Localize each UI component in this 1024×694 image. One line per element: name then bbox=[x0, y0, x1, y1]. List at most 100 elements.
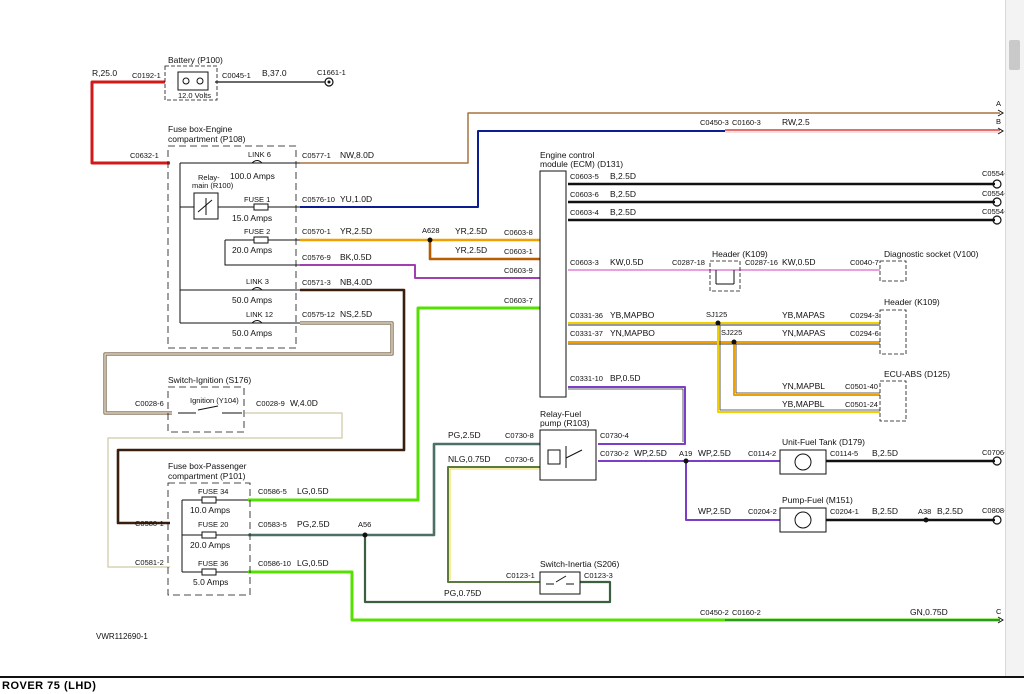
header-k109-b-conn-2: C0294-6 bbox=[850, 329, 879, 338]
conn-c0450-2: C0450-2 bbox=[700, 608, 729, 617]
fuse2-conn: C0570-1 bbox=[302, 227, 331, 236]
fusebox-engine-title-1: Fuse box-Engine bbox=[168, 124, 233, 134]
ecm-conn-bp: C0331-10 bbox=[570, 374, 603, 383]
fusebox-passenger-conn-1: C0580-1 bbox=[135, 519, 164, 528]
relay-fuel-conn-nlg: C0730-6 bbox=[505, 455, 534, 464]
vertical-scrollbar[interactable] bbox=[1005, 0, 1024, 676]
fuse36-conn: C0586-10 bbox=[258, 559, 291, 568]
conn-c0160-3: C0160-3 bbox=[732, 118, 761, 127]
ecm-conn-yr2: C0603-1 bbox=[504, 247, 533, 256]
link6-name: LINK 6 bbox=[248, 150, 271, 159]
fuse36-name: FUSE 36 bbox=[198, 559, 228, 568]
conn-c0450-3: C0450-3 bbox=[700, 118, 729, 127]
wire-nb4 bbox=[116, 288, 406, 525]
battery: Battery (P100) 12.0 Volts C0192-1 C0045-… bbox=[132, 55, 251, 101]
diagram-ref: VWR112690-1 bbox=[96, 632, 148, 641]
wire-label-nw8: NW,8.0D bbox=[340, 150, 374, 160]
wire-label-yr25-a: YR,2.5D bbox=[340, 226, 372, 236]
wire-label-yn-mapbl: YN,MAPBL bbox=[782, 381, 825, 391]
wire-lg05-a bbox=[248, 306, 540, 502]
wire-label-kw05-b: KW,0.5D bbox=[782, 257, 816, 267]
fusebox-engine: Fuse box-Engine compartment (P108) C0632… bbox=[130, 124, 335, 349]
ground-terminal: C1661-1 bbox=[317, 68, 346, 87]
fuse1-rating: 15.0 Amps bbox=[232, 213, 272, 223]
splice-a38: A38 bbox=[918, 507, 931, 516]
wiring-diagram: Battery (P100) 12.0 Volts C0192-1 C0045-… bbox=[90, 55, 1006, 641]
wire-pg075 bbox=[363, 535, 612, 604]
wire-label-b25-tank: B,2.5D bbox=[872, 448, 898, 458]
wire-label-lg05-b: LG,0.5D bbox=[297, 558, 329, 568]
wire-label-b25-2: B,2.5D bbox=[610, 189, 636, 199]
ecm-title-2: module (ECM) (D131) bbox=[540, 159, 623, 169]
switch-ignition-conn-left: C0028-6 bbox=[135, 399, 164, 408]
header-k109-a: Header (K109) C0287-18 C0287-16 bbox=[672, 249, 778, 292]
fuse34-name: FUSE 34 bbox=[198, 487, 228, 496]
fusebox-passenger: Fuse box-Passenger compartment (P101) C0… bbox=[135, 461, 291, 596]
splice-sj225: SJ225 bbox=[721, 328, 742, 337]
fuse20-name: FUSE 20 bbox=[198, 520, 228, 529]
wire-label-lg05-a: LG,0.5D bbox=[297, 486, 329, 496]
conn-c0706: C0706- bbox=[982, 448, 1006, 457]
header-k109-b-title: Header (K109) bbox=[884, 297, 940, 307]
wire-label-w4: W,4.0D bbox=[290, 398, 318, 408]
relay-fuel-conn-wp: C0730-2 bbox=[600, 449, 629, 458]
ground-terminals: C0554- C0554- C0554- C0706- C0808- bbox=[982, 169, 1006, 525]
fusebox-passenger-conn-2: C0581-2 bbox=[135, 558, 164, 567]
wire-label-yn-mapas: YN,MAPAS bbox=[782, 328, 826, 338]
wire-yr25-branch bbox=[428, 240, 540, 261]
fusebox-engine-title-2: compartment (P108) bbox=[168, 134, 246, 144]
fuse1-conn: C0576-10 bbox=[302, 195, 335, 204]
wire-pg25 bbox=[248, 442, 540, 537]
wire-lg05-b bbox=[248, 570, 1000, 622]
link6-conn: C0577-1 bbox=[302, 151, 331, 160]
wire-label-b37: B,37.0 bbox=[262, 68, 287, 78]
ecm-conn-b2: C0603-6 bbox=[570, 190, 599, 199]
ecm-conn-b3: C0603-4 bbox=[570, 208, 599, 217]
wire-yb-mapbl bbox=[717, 323, 880, 413]
ground-c1661-label: C1661-1 bbox=[317, 68, 346, 77]
relay-fuel-conn-bp: C0730-4 bbox=[600, 431, 629, 440]
header-k109-b-conn-1: C0294-3 bbox=[850, 311, 879, 320]
fusebox-engine-conn-in: C0632-1 bbox=[130, 151, 159, 160]
wire-nlg075 bbox=[447, 466, 540, 583]
unit-fuel-tank-conn-out: C0114-5 bbox=[830, 449, 858, 458]
conn-c0554-1: C0554- bbox=[982, 169, 1006, 178]
footer-bar: ROVER 75 (LHD) bbox=[0, 676, 1024, 694]
ecm-conn-kw: C0603-3 bbox=[570, 258, 599, 267]
switch-inertia-conn-out: C0123-3 bbox=[584, 571, 613, 580]
fuse-bk-conn: C0576-9 bbox=[302, 253, 331, 262]
fuse20-conn: C0583-5 bbox=[258, 520, 287, 529]
wires bbox=[90, 80, 1000, 622]
wire-label-b25-3: B,2.5D bbox=[610, 207, 636, 217]
header-k109-a-conn-in: C0287-18 bbox=[672, 258, 705, 267]
fuse36-rating: 5.0 Amps bbox=[193, 577, 228, 587]
switch-ignition-conn-right: C0028-9 bbox=[256, 399, 285, 408]
ecu-abs-conn-2: C0501-24 bbox=[845, 400, 878, 409]
fuse34-conn: C0586-5 bbox=[258, 487, 287, 496]
wire-label-rw25: RW,2.5 bbox=[782, 117, 810, 127]
switch-inertia: Switch-Inertia (S206) C0123-1 C0123-3 bbox=[506, 559, 620, 595]
link3-name: LINK 3 bbox=[246, 277, 269, 286]
pump-fuel-conn-in: C0204-2 bbox=[748, 507, 777, 516]
fuse20-rating: 20.0 Amps bbox=[190, 540, 230, 550]
wire-nw8 bbox=[300, 112, 1000, 164]
pump-fuel-conn-out: C0204-1 bbox=[830, 507, 859, 516]
diag-socket-title: Diagnostic socket (V100) bbox=[884, 249, 979, 259]
fuse1-name: FUSE 1 bbox=[244, 195, 270, 204]
battery-title: Battery (P100) bbox=[168, 55, 223, 65]
ecm-conn-lg: C0603-7 bbox=[504, 296, 533, 305]
conn-c0808: C0808- bbox=[982, 506, 1006, 515]
fuse2-rating: 20.0 Amps bbox=[232, 245, 272, 255]
scrollbar-thumb[interactable] bbox=[1009, 40, 1020, 70]
fuse2-name: FUSE 2 bbox=[244, 227, 270, 236]
pump-fuel: Pump-Fuel (M151) C0204-2 C0204-1 bbox=[748, 495, 859, 533]
fusebox-passenger-title-1: Fuse box-Passenger bbox=[168, 461, 247, 471]
splice-a628: A628 bbox=[422, 226, 440, 235]
wire-w4 bbox=[107, 412, 343, 568]
offpage-a: A bbox=[996, 99, 1001, 108]
relay-fuel-title-2: pump (R103) bbox=[540, 418, 590, 428]
wire-label-ns25: NS,2.5D bbox=[340, 309, 372, 319]
diagnostic-socket: Diagnostic socket (V100) C0040-7 bbox=[850, 249, 979, 282]
switch-ignition: Switch-Ignition (S176) Ignition (Y104) C… bbox=[135, 375, 285, 433]
link6-rating: 100.0 Amps bbox=[230, 171, 275, 181]
